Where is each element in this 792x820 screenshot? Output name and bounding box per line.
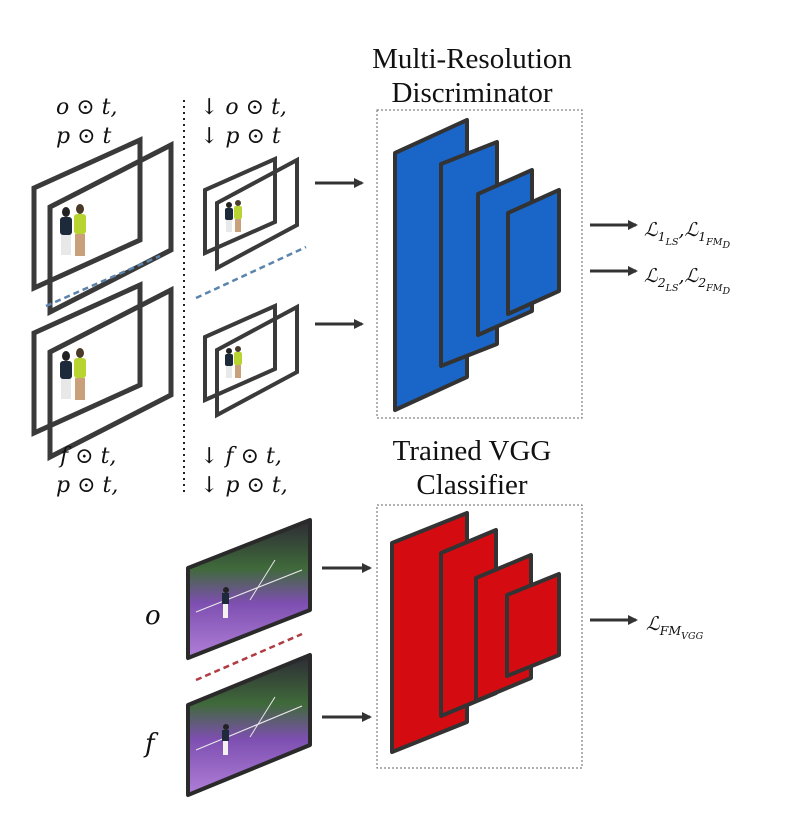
full-res-frames-bottom bbox=[31, 281, 174, 462]
input-label-top-down-2: ↓ p ⊙ t bbox=[200, 124, 281, 149]
discriminator-title-line2: Discriminator bbox=[391, 77, 552, 109]
downsampled-frames-bottom bbox=[203, 302, 299, 419]
vgg-input-frame-f bbox=[186, 653, 312, 797]
loss-1-label: ℒ1LS,ℒ1FMD bbox=[644, 219, 730, 251]
loss-vgg-label: ℒFMVGG bbox=[646, 613, 704, 642]
discriminator-title-line1: Multi-Resolution bbox=[372, 43, 572, 75]
vgg-input-frame-o bbox=[186, 518, 312, 660]
separator-line-left bbox=[45, 254, 161, 308]
discriminator-layers bbox=[393, 118, 561, 412]
input-label-bottom-down-2: ↓ p ⊙ t, bbox=[200, 473, 288, 498]
loss-2-label: ℒ2LS,ℒ2FMD bbox=[644, 265, 730, 297]
discriminator-box bbox=[376, 109, 583, 419]
player-cutout-bottom bbox=[60, 348, 86, 400]
input-label-bottom-full-1: f ⊙ t, bbox=[58, 444, 116, 469]
vgg-input-label-f: f bbox=[143, 729, 159, 759]
player-cutout-small-bottom bbox=[225, 346, 242, 378]
input-label-top-full-1: o ⊙ t, bbox=[56, 95, 118, 120]
input-label-bottom-down-1: ↓ f ⊙ t, bbox=[200, 444, 282, 469]
player-cutout-small-top bbox=[225, 200, 242, 232]
downsampled-frames-top bbox=[203, 155, 299, 272]
separator-line-downsampled bbox=[195, 245, 307, 300]
vgg-input-label-o: o bbox=[145, 601, 161, 631]
classifier-title-line2: Classifier bbox=[416, 469, 527, 501]
input-label-top-full-2: p ⊙ t bbox=[56, 124, 112, 149]
classifier-layer-4 bbox=[505, 572, 561, 678]
classifier-box bbox=[376, 504, 583, 769]
player-cutout-top bbox=[60, 204, 86, 256]
classifier-title-line1: Trained VGG bbox=[393, 435, 552, 467]
discriminator-layer-4 bbox=[506, 188, 561, 316]
full-res-frames-top bbox=[31, 136, 174, 317]
input-label-top-down-1: ↓ o ⊙ t, bbox=[200, 95, 287, 120]
input-label-bottom-full-2: p ⊙ t, bbox=[56, 473, 118, 498]
classifier-layers bbox=[390, 511, 561, 754]
